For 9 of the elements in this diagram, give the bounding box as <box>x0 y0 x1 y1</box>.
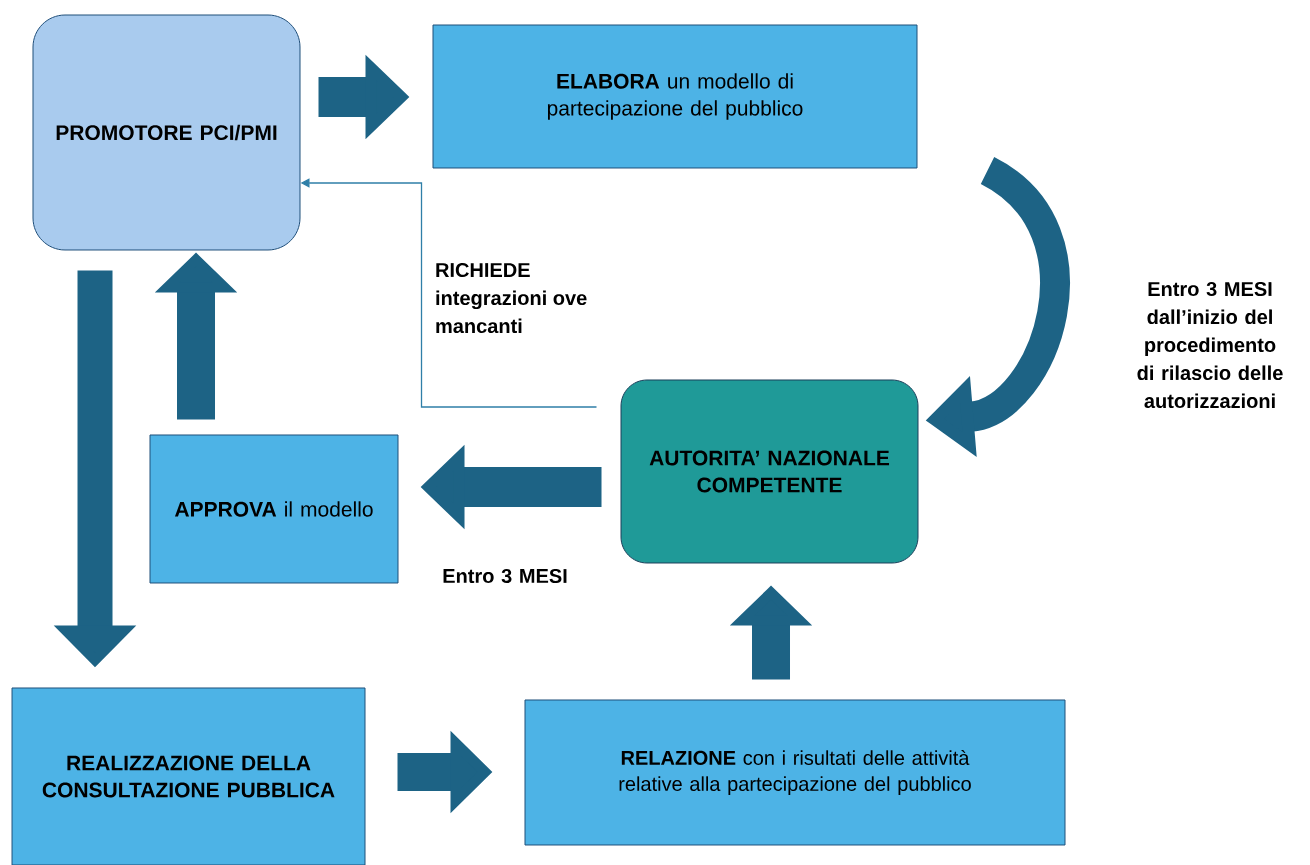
rounded-box: PROMOTORE PCI/PMI <box>32 14 301 251</box>
edge-label: Entro 3 MESI <box>443 568 567 584</box>
edge-label: Entro 3 MESI dall’inizio del procedimento di rilascio delle autorizzazioni <box>1137 281 1283 409</box>
process-box: RELAZIONE con i risultati delle attività relative alla partecipazione del pubblico <box>524 699 1066 846</box>
process-box: REALIZZAZIONE DELLA CONSULTAZIONE PUBBLICA <box>11 687 366 865</box>
edge-label: RICHIEDE integrazioni ove mancanti <box>436 262 587 334</box>
process-box: ELABORA un modello di partecipazione del pubblico <box>432 24 918 169</box>
rounded-box: AUTORITA’ NAZIONALE COMPETENTE <box>620 379 919 564</box>
process-box: APPROVA il modello <box>149 434 399 584</box>
